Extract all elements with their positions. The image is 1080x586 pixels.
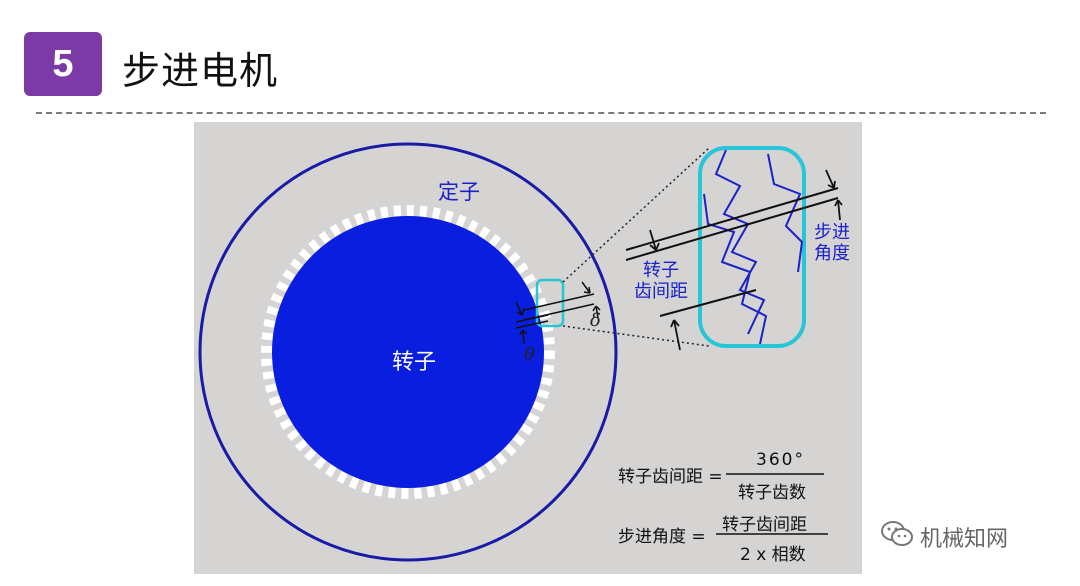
zoom-tooth-profile-1: [714, 149, 766, 335]
formula1-lhs: 转子齿间距 =: [618, 467, 723, 487]
zoom-tooth-profile-3: [767, 153, 804, 273]
rotor-teeth: [261, 205, 555, 499]
theta-arrow-bottom: [519, 329, 528, 345]
callout-line-top: [562, 147, 710, 283]
tooth-pitch-label-line2: 齿间距: [634, 281, 688, 302]
delta-symbol: δ: [590, 310, 601, 331]
section-number-badge: 5: [24, 32, 102, 96]
step-arrow-top: [825, 169, 836, 189]
step-angle-label: 步进 角度: [814, 222, 850, 264]
watermark: 机械知网: [880, 520, 1008, 554]
wechat-icon: [880, 520, 914, 554]
formula1-numerator: 360°: [756, 450, 805, 470]
step-angle-label-line2: 角度: [814, 243, 850, 264]
slide-title: 步进电机: [122, 49, 279, 93]
delta-arrow-top: [581, 281, 591, 294]
rotor-label: 转子: [392, 350, 437, 375]
pitch-arrow-top: [649, 229, 660, 251]
theta-symbol: θ: [524, 344, 535, 365]
tooth-pitch-label-line1: 转子: [643, 260, 679, 281]
formula2-lhs: 步进角度 =: [618, 527, 706, 547]
zoom-callout-box: [698, 146, 806, 348]
delta-line-1: [523, 293, 595, 311]
diagram-graphic: [198, 142, 843, 562]
step-angle-label-line1: 步进: [814, 222, 850, 243]
pitch-arrow-bottom: [670, 319, 681, 351]
formula1-denominator: 转子齿数: [738, 483, 806, 503]
stepper-motor-diagram: 定子 转子 δ θ 转子 齿间距 步进 角度 转子齿间距 = 360° 转子齿数…: [194, 122, 862, 574]
section-number: 5: [52, 42, 74, 85]
tooth-pitch-label: 转子 齿间距: [634, 260, 688, 302]
formula2-numerator: 转子齿间距: [722, 515, 807, 535]
watermark-text: 机械知网: [920, 527, 1009, 552]
delta-arrow-bottom: [592, 305, 601, 319]
title-divider: [36, 112, 1046, 114]
theta-arrow-top: [515, 301, 525, 316]
step-line-2: [625, 197, 839, 261]
rotor-body: [272, 216, 544, 488]
stator-label: 定子: [438, 180, 480, 204]
pitch-line-bottom: [659, 289, 757, 317]
zoom-source-box: [535, 278, 565, 328]
step-line-1: [625, 187, 839, 251]
step-arrow-bottom: [834, 199, 843, 221]
theta-line-2: [515, 320, 549, 329]
theta-line-1: [515, 314, 549, 323]
formula2-denominator: 2 x 相数: [740, 545, 806, 565]
